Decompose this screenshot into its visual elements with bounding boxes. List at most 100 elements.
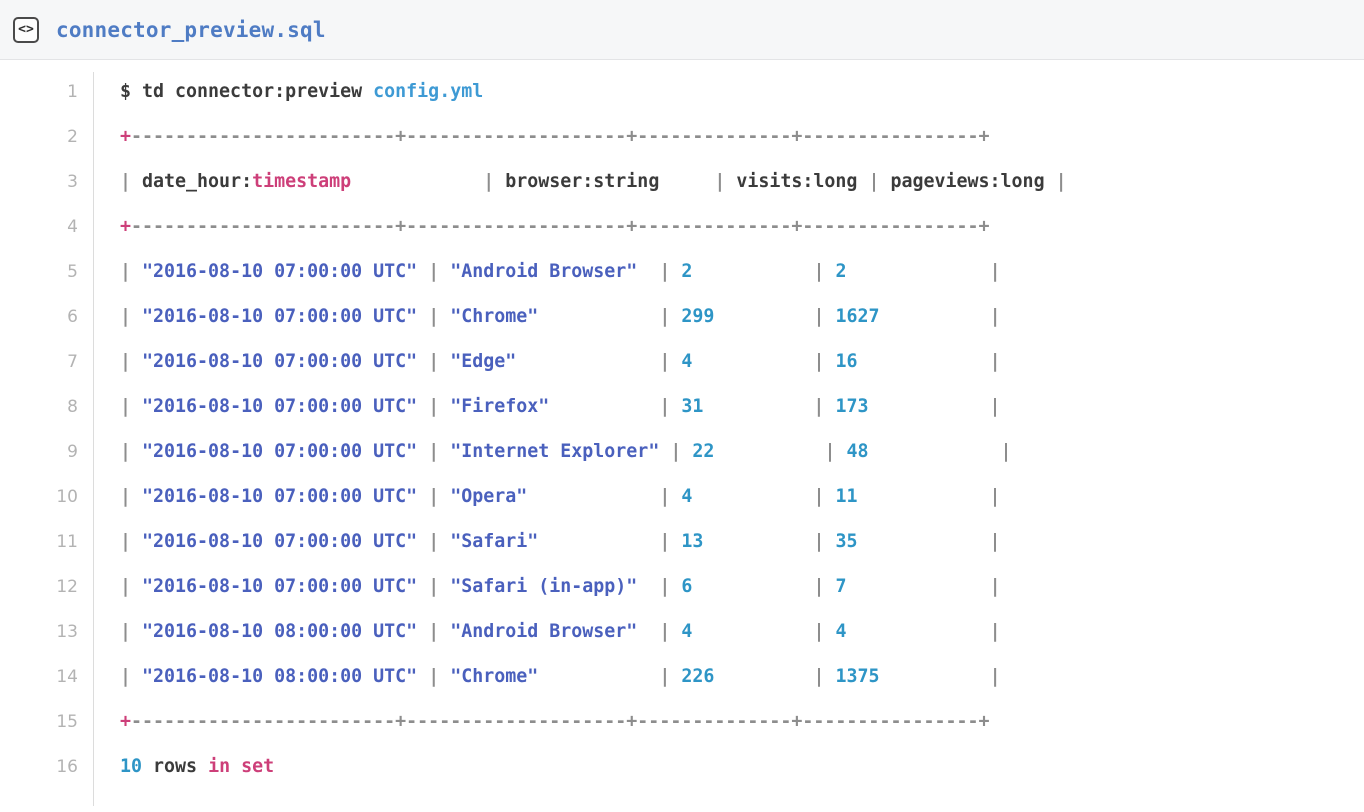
code-token (868, 396, 989, 417)
line-number: 14 (56, 667, 78, 687)
code-token (857, 171, 868, 192)
code-token: 4 (835, 621, 847, 642)
code-token: | (659, 531, 682, 552)
code-line-text: | "2016-08-10 07:00:00 UTC" | "Opera" | … (78, 474, 1001, 519)
code-token (637, 621, 659, 642)
line-number: 12 (56, 577, 78, 597)
code-token: | (989, 531, 1001, 552)
code-token: "Internet Explorer" (450, 441, 660, 462)
code-line: 13| "2016-08-10 08:00:00 UTC" | "Android… (0, 609, 1364, 654)
code-token: | (428, 261, 451, 282)
code-token (637, 261, 659, 282)
code-token: | (813, 351, 836, 372)
code-token: | (813, 486, 836, 507)
code-token: | (989, 666, 1001, 687)
line-number: 3 (67, 172, 78, 192)
code-line: 2+------------------------+-------------… (0, 114, 1364, 159)
code-token (417, 306, 428, 327)
code-token (857, 351, 989, 372)
code-token (538, 306, 659, 327)
code-line: 6| "2016-08-10 07:00:00 UTC" | "Chrome" … (0, 294, 1364, 339)
code-token (692, 621, 813, 642)
code-token: 48 (846, 441, 869, 462)
code-line: 10| "2016-08-10 07:00:00 UTC" | "Opera" … (0, 474, 1364, 519)
code-token (714, 666, 813, 687)
code-token: | (989, 621, 1001, 642)
code-token: | (989, 306, 1001, 327)
code-token: 299 (681, 306, 715, 327)
code-token: 22 (692, 441, 715, 462)
code-token: | (120, 621, 143, 642)
code-line: 15+------------------------+------------… (0, 699, 1364, 744)
code-token: ------------------------+---------------… (131, 126, 990, 147)
code-token: "Edge" (450, 351, 517, 372)
code-token (417, 396, 428, 417)
code-token (714, 306, 813, 327)
code-token: ------------------------+---------------… (131, 216, 990, 237)
code-token (417, 621, 428, 642)
line-number: 5 (67, 262, 78, 282)
code-line: 4+------------------------+-------------… (0, 204, 1364, 249)
code-token: "2016-08-10 07:00:00 UTC" (142, 306, 418, 327)
code-token: | (120, 666, 143, 687)
code-token: | (120, 306, 143, 327)
code-token: | (813, 396, 836, 417)
code-token: | (989, 486, 1001, 507)
line-number: 11 (56, 532, 78, 552)
code-token: | (659, 396, 682, 417)
code-line-text: | "2016-08-10 07:00:00 UTC" | "Safari" |… (78, 519, 1001, 564)
code-line-text: | "2016-08-10 07:00:00 UTC" | "Edge" | 4… (78, 339, 1001, 384)
code-token (538, 531, 659, 552)
code-token (846, 576, 989, 597)
code-token: 1375 (835, 666, 880, 687)
code-token (880, 306, 990, 327)
file-name-label: connector_preview.sql (56, 17, 326, 42)
code-token: | (659, 306, 682, 327)
code-token (351, 171, 483, 192)
code-token: | (813, 531, 836, 552)
code-token: | (659, 261, 682, 282)
code-token: "2016-08-10 07:00:00 UTC" (142, 351, 418, 372)
code-token: 6 (681, 576, 693, 597)
code-token (703, 396, 813, 417)
code-token: 11 (835, 486, 858, 507)
code-token: | (659, 351, 682, 372)
code-token (417, 486, 428, 507)
code-token (538, 666, 659, 687)
code-token (659, 441, 670, 462)
code-token: 1627 (835, 306, 880, 327)
code-token: 226 (681, 666, 715, 687)
code-token (692, 351, 813, 372)
code-token: | (813, 666, 836, 687)
code-line-text: | "2016-08-10 07:00:00 UTC" | "Internet … (78, 429, 1012, 474)
code-line-text: +------------------------+--------------… (78, 114, 990, 159)
code-token (516, 351, 659, 372)
code-token: 7 (835, 576, 847, 597)
code-token: | (659, 486, 682, 507)
code-line: 1$ td connector:preview config.yml (0, 69, 1364, 114)
code-line-text: $ td connector:preview config.yml (78, 69, 483, 114)
code-token: "Chrome" (450, 666, 539, 687)
code-token: | (428, 666, 451, 687)
code-token (846, 621, 989, 642)
code-token: 4 (681, 486, 693, 507)
code-line: 11| "2016-08-10 07:00:00 UTC" | "Safari"… (0, 519, 1364, 564)
code-token: "2016-08-10 07:00:00 UTC" (142, 576, 418, 597)
code-line-text: | "2016-08-10 07:00:00 UTC" | "Firefox" … (78, 384, 1001, 429)
code-token: "2016-08-10 07:00:00 UTC" (142, 486, 418, 507)
code-token: + (120, 216, 132, 237)
code-token: | (428, 306, 451, 327)
code-line-text: | "2016-08-10 08:00:00 UTC" | "Chrome" |… (78, 654, 1001, 699)
code-token: | (428, 351, 451, 372)
code-token (549, 396, 659, 417)
code-token: | (714, 171, 737, 192)
code-token (857, 486, 989, 507)
code-brackets-icon: <> (13, 16, 39, 43)
code-token (417, 576, 428, 597)
code-token (417, 351, 428, 372)
code-token: rows (142, 756, 209, 777)
code-token: "2016-08-10 07:00:00 UTC" (142, 396, 418, 417)
code-token: | (428, 396, 451, 417)
code-token: | (813, 306, 836, 327)
